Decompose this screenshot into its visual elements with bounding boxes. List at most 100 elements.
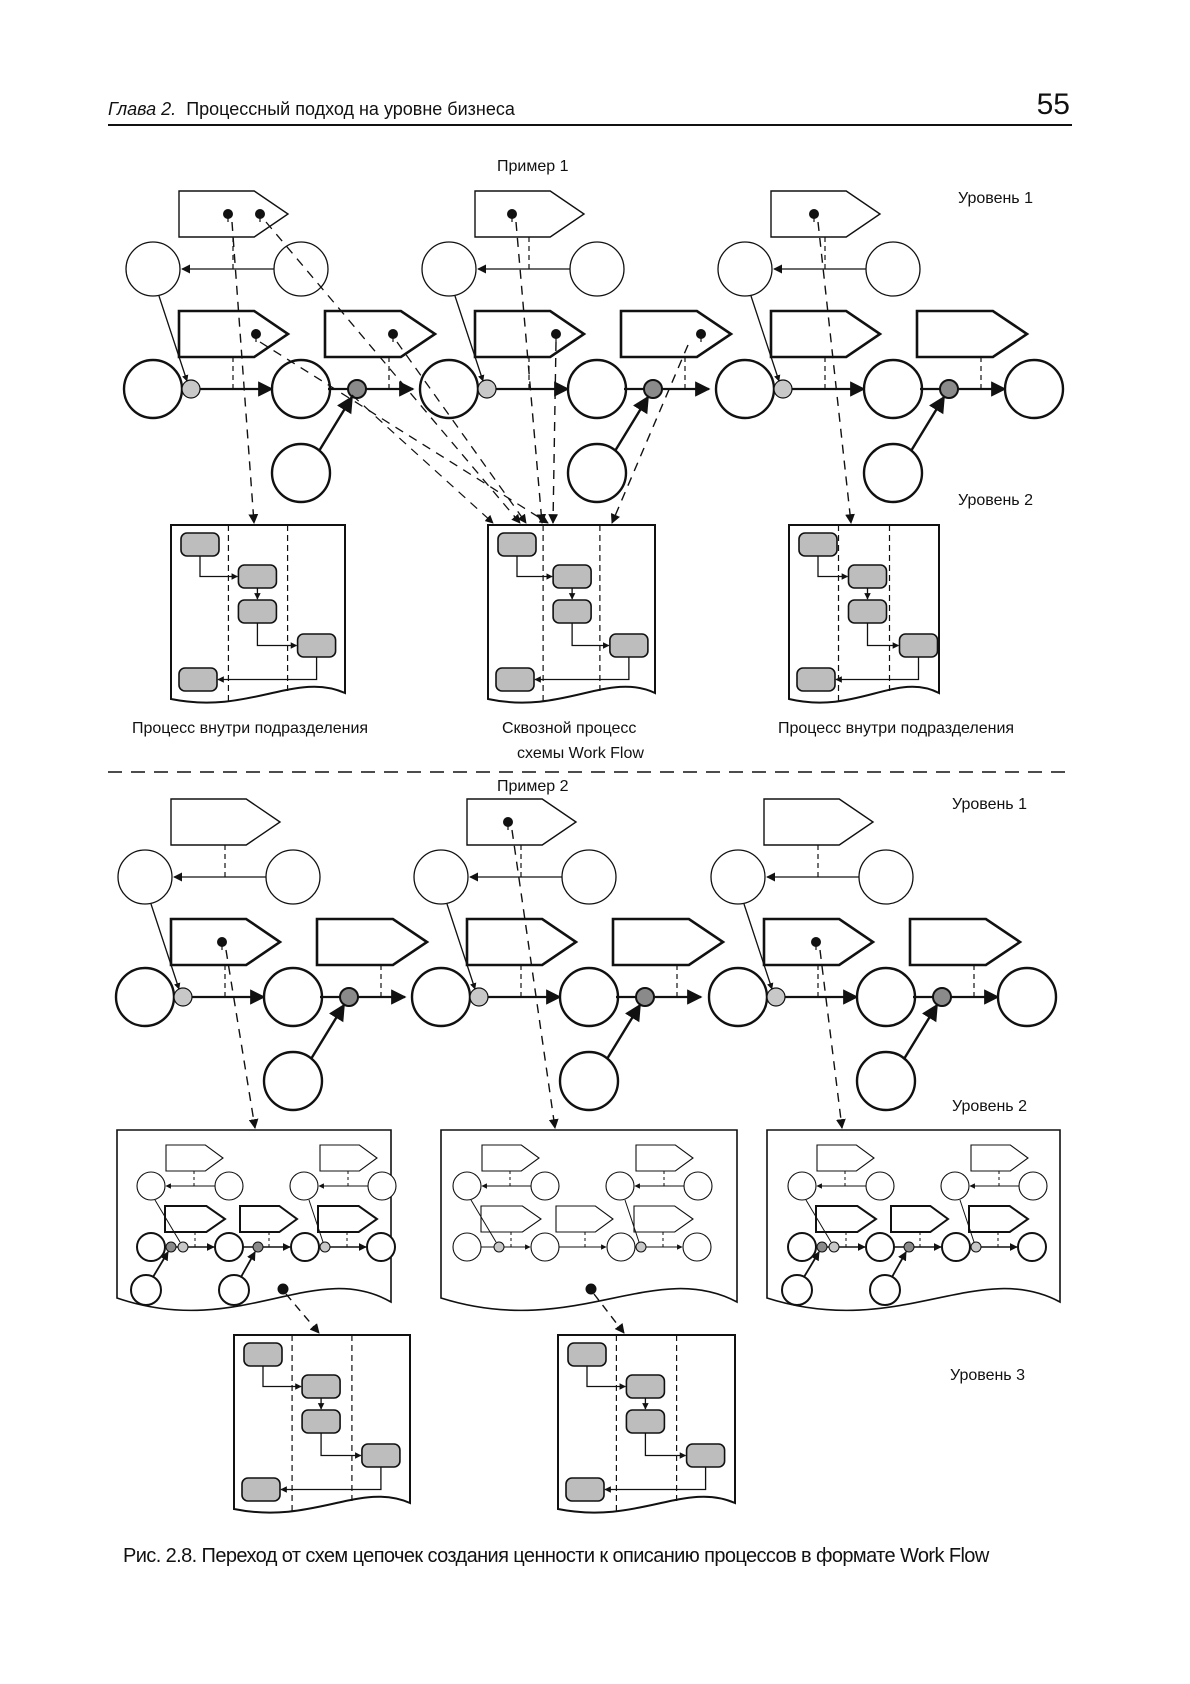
mini-circle xyxy=(367,1171,397,1201)
workflow-activity-box xyxy=(361,1443,401,1468)
supplier-circle xyxy=(717,241,773,297)
customer-circle xyxy=(858,849,914,905)
resource-circle xyxy=(262,1050,324,1112)
output-circle xyxy=(996,966,1058,1028)
workflow-activity-box xyxy=(243,1342,283,1367)
workflow-connector xyxy=(835,657,920,683)
mini-supply-line xyxy=(308,1199,324,1243)
process-pentagon xyxy=(177,309,291,359)
level1-function-pentagon xyxy=(770,190,882,238)
mini-circle xyxy=(214,1232,244,1262)
decomposition-arrow xyxy=(511,829,559,1129)
mini-resource-circle xyxy=(869,1274,901,1306)
light-junction-node xyxy=(477,379,497,399)
mini-circle xyxy=(530,1232,560,1262)
resource-circle xyxy=(855,1050,917,1112)
mini-dark-node xyxy=(903,1241,915,1253)
workflow-caption-center-line2: схемы Work Flow xyxy=(517,745,644,762)
workflow-activity-box xyxy=(625,1374,666,1399)
mini-light-node xyxy=(177,1241,189,1253)
customer-circle xyxy=(561,849,617,905)
level1-function-pentagon xyxy=(474,190,586,238)
workflow-connector xyxy=(644,1433,687,1459)
process-pentagon xyxy=(465,917,579,967)
dark-junction-node xyxy=(939,379,959,399)
page-header: Глава 2. Процессный подход на уровне биз… xyxy=(108,88,1072,126)
workflow-activity-box xyxy=(796,667,836,692)
mini-light-node xyxy=(319,1241,331,1253)
example1-level1-label: Уровень 1 xyxy=(958,190,1033,207)
workflow-activity-box xyxy=(565,1477,605,1502)
workflow-activity-box xyxy=(798,532,838,557)
mini-circle xyxy=(366,1232,396,1262)
level1-function-pentagon xyxy=(466,798,578,846)
workflow-activity-box xyxy=(241,1477,281,1502)
dark-junction-node xyxy=(347,379,367,399)
mini-light-node xyxy=(635,1241,647,1253)
decomposition-arrow xyxy=(351,394,494,524)
decomposition-arrow xyxy=(285,1293,320,1334)
workflow-activity-box xyxy=(237,564,278,589)
mini-circle xyxy=(1018,1171,1048,1201)
workflow-caption-left: Процесс внутри подразделения xyxy=(132,720,369,737)
mini-circle xyxy=(530,1171,560,1201)
supply-arrow xyxy=(750,295,781,382)
workflow-connector xyxy=(604,1467,707,1493)
workflow-connector xyxy=(217,657,318,683)
supply-arrow xyxy=(150,903,181,990)
customer-circle xyxy=(265,849,321,905)
workflow-connector xyxy=(199,556,239,580)
process-pentagon xyxy=(611,917,726,967)
workflow-activity-box xyxy=(552,564,592,589)
level1-function-pentagon xyxy=(178,190,290,238)
mini-circle xyxy=(787,1232,817,1262)
mini-resource-arrow xyxy=(152,1251,169,1278)
decomposition-arrow xyxy=(593,1293,625,1334)
workflow-activity-box xyxy=(898,633,939,658)
workflow-activity-box xyxy=(296,633,337,658)
input-circle xyxy=(114,966,176,1028)
mini-circle xyxy=(1017,1232,1047,1262)
workflow-connector xyxy=(817,556,849,580)
supplier-circle xyxy=(125,241,181,297)
mini-pentagon xyxy=(481,1144,540,1172)
supply-arrow xyxy=(158,295,189,382)
supply-arrow xyxy=(743,903,774,990)
intermediate-circle xyxy=(262,966,324,1028)
intermediate-circle xyxy=(862,358,924,420)
workflow-caption-center-line1: Сквозной процесс xyxy=(502,720,637,737)
light-junction-node xyxy=(766,987,786,1007)
mini-circle xyxy=(682,1232,712,1262)
example1-title: Пример 1 xyxy=(497,158,569,175)
resource-arrow xyxy=(613,395,650,452)
workflow-connector xyxy=(256,623,298,649)
mini-pentagon xyxy=(239,1205,299,1233)
mini-resource-circle xyxy=(218,1274,250,1306)
mini-supply-line xyxy=(624,1199,640,1243)
resource-arrow xyxy=(317,395,354,452)
workflow-connector xyxy=(586,1366,627,1390)
input-circle xyxy=(122,358,184,420)
example2-level2-label: Уровень 2 xyxy=(952,1098,1027,1115)
workflow-connector xyxy=(534,657,630,683)
resource-arrow xyxy=(605,1003,642,1060)
process-pentagon xyxy=(619,309,734,359)
mini-pentagon xyxy=(164,1205,227,1233)
resource-circle xyxy=(558,1050,620,1112)
mini-circle xyxy=(941,1232,971,1262)
mini-circle xyxy=(136,1232,166,1262)
mini-circle xyxy=(452,1232,482,1262)
mini-dark-node xyxy=(165,1241,177,1253)
supply-arrow xyxy=(454,295,485,382)
decomposition-arrow xyxy=(265,221,521,524)
mini-circle xyxy=(787,1171,817,1201)
mini-dark-node xyxy=(252,1241,264,1253)
mini-supply-line xyxy=(470,1199,497,1243)
chapter-heading: Глава 2. Процессный подход на уровне биз… xyxy=(108,99,515,120)
customer-circle xyxy=(865,241,921,297)
decomposition-arrow xyxy=(817,221,855,524)
mini-pentagon xyxy=(480,1205,542,1233)
resource-circle xyxy=(566,442,628,504)
example2-level1-label: Уровень 1 xyxy=(952,796,1027,813)
